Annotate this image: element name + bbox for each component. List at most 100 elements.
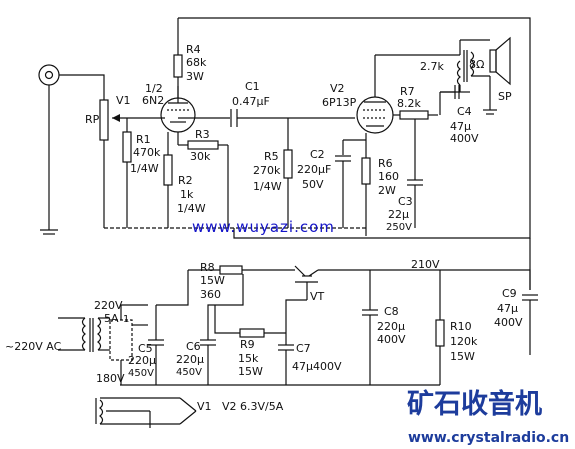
c8-value: 220μ bbox=[377, 320, 405, 333]
b-plus-210v-rail bbox=[318, 269, 531, 290]
vt-transistor bbox=[294, 265, 319, 300]
c1-label: C1 bbox=[245, 80, 260, 93]
b-plus-top-rail bbox=[178, 17, 531, 239]
r9-resistor bbox=[214, 305, 286, 338]
r9-label: R9 bbox=[240, 338, 255, 351]
c6-capacitor bbox=[200, 300, 244, 385]
r6-watt: 2W bbox=[378, 184, 396, 197]
r4-watt: 3W bbox=[186, 70, 204, 83]
voltage-180v: 180V bbox=[96, 372, 125, 385]
input-jack bbox=[38, 64, 60, 235]
power-transformer bbox=[58, 317, 102, 352]
c2-voltage: 50V bbox=[302, 178, 324, 191]
r10-label: R10 bbox=[450, 320, 472, 333]
r4-resistor bbox=[173, 18, 183, 98]
c7-value: 47μ400V bbox=[292, 360, 342, 373]
c1-value: 0.47μF bbox=[232, 95, 270, 108]
c4-capacitor bbox=[439, 85, 470, 115]
brand-logo-text: 矿石收音机 bbox=[407, 388, 542, 420]
r4-value: 68k bbox=[186, 56, 207, 69]
r5-value: 270k bbox=[253, 164, 281, 177]
c5-label: C5 bbox=[138, 342, 153, 355]
c2-value: 220μF bbox=[297, 163, 331, 176]
c6-value: 220μ bbox=[176, 353, 204, 366]
speaker-impedance: 8Ω bbox=[469, 58, 484, 71]
c6-voltage: 450V bbox=[176, 367, 202, 378]
r4-label: R4 bbox=[186, 43, 201, 56]
heater-v2-label: V2 6.3V/5A bbox=[222, 400, 284, 413]
r2-watt: 1/4W bbox=[177, 202, 206, 215]
ac-input-label: ~220V AC bbox=[5, 340, 62, 353]
input-wire bbox=[59, 74, 105, 100]
r5-label: R5 bbox=[264, 150, 279, 163]
c8-label: C8 bbox=[384, 305, 399, 318]
voltage-210v: 210V bbox=[411, 258, 440, 271]
c4-voltage: 400V bbox=[450, 132, 479, 145]
r2-value: 1k bbox=[180, 188, 194, 201]
c3-voltage: 250V bbox=[386, 222, 412, 233]
c8-voltage: 400V bbox=[377, 333, 406, 346]
vt-label: VT bbox=[310, 290, 325, 303]
r5-watt: 1/4W bbox=[253, 180, 282, 193]
r6-value: 160 bbox=[378, 170, 399, 183]
r10-resistor bbox=[435, 270, 445, 385]
c3-capacitor bbox=[407, 119, 423, 228]
r9-value: 15k bbox=[238, 352, 259, 365]
rectifier-block bbox=[98, 304, 148, 385]
v2-label: V2 bbox=[330, 82, 345, 95]
c2-capacitor bbox=[335, 139, 366, 228]
c2-label: C2 bbox=[310, 148, 325, 161]
r7-resistor bbox=[393, 110, 438, 120]
c5-capacitor bbox=[148, 305, 164, 385]
r8-resistor bbox=[188, 265, 295, 300]
tap-1: 1 bbox=[123, 314, 129, 325]
rect-out-rail bbox=[156, 270, 189, 306]
c9-value: 47μ bbox=[497, 302, 518, 315]
r7-label: R7 bbox=[400, 85, 415, 98]
r10-watt: 15W bbox=[450, 350, 475, 363]
c4-label: C4 bbox=[457, 105, 472, 118]
heater-transformer bbox=[95, 397, 197, 428]
r5-resistor bbox=[283, 118, 293, 228]
r3-value: 30k bbox=[190, 150, 211, 163]
brand-url: www.crystalradio.cn bbox=[408, 430, 569, 446]
c4-value: 47μ bbox=[450, 120, 471, 133]
r8-watt: 15W bbox=[200, 274, 225, 287]
c8-capacitor bbox=[362, 270, 378, 385]
r1-value: 470k bbox=[133, 146, 161, 159]
c9-capacitor bbox=[522, 294, 538, 355]
c7-capacitor bbox=[278, 299, 307, 385]
c9-label: C9 bbox=[502, 287, 517, 300]
r3-resistor bbox=[177, 132, 229, 228]
half-label: 1/2 bbox=[145, 82, 163, 95]
r2-resistor bbox=[163, 132, 173, 228]
heater-v1-label: V1 bbox=[197, 400, 212, 413]
v2-type: 6P13P bbox=[322, 96, 357, 109]
r1-resistor bbox=[122, 118, 132, 228]
v1-type: 6N2 bbox=[142, 94, 164, 107]
r9-watt: 15W bbox=[238, 365, 263, 378]
c6-label: C6 bbox=[186, 340, 201, 353]
r3-label: R3 bbox=[195, 128, 210, 141]
speaker-icon bbox=[483, 36, 511, 115]
r8-value: 360 bbox=[200, 288, 221, 301]
fuse-rating: 5A bbox=[104, 312, 119, 325]
r10-value: 120k bbox=[450, 335, 478, 348]
r8-label: R8 bbox=[200, 261, 215, 274]
c9-voltage: 400V bbox=[494, 316, 523, 329]
r1-watt: 1/4W bbox=[130, 162, 159, 175]
r7-value: 8.2k bbox=[397, 97, 421, 110]
voltage-220v: 220V bbox=[94, 299, 123, 312]
v1-label: V1 bbox=[116, 94, 131, 107]
c7-label: C7 bbox=[296, 342, 311, 355]
r6-label: R6 bbox=[378, 157, 393, 170]
c1-capacitor bbox=[178, 109, 355, 127]
transformer-impedance: 2.7k bbox=[420, 60, 444, 73]
rp-label: RP bbox=[85, 113, 100, 126]
rp-potentiometer bbox=[99, 99, 120, 228]
speaker-label: SP bbox=[498, 90, 512, 103]
c3-value: 22μ bbox=[388, 208, 409, 221]
r6-resistor bbox=[361, 133, 371, 236]
